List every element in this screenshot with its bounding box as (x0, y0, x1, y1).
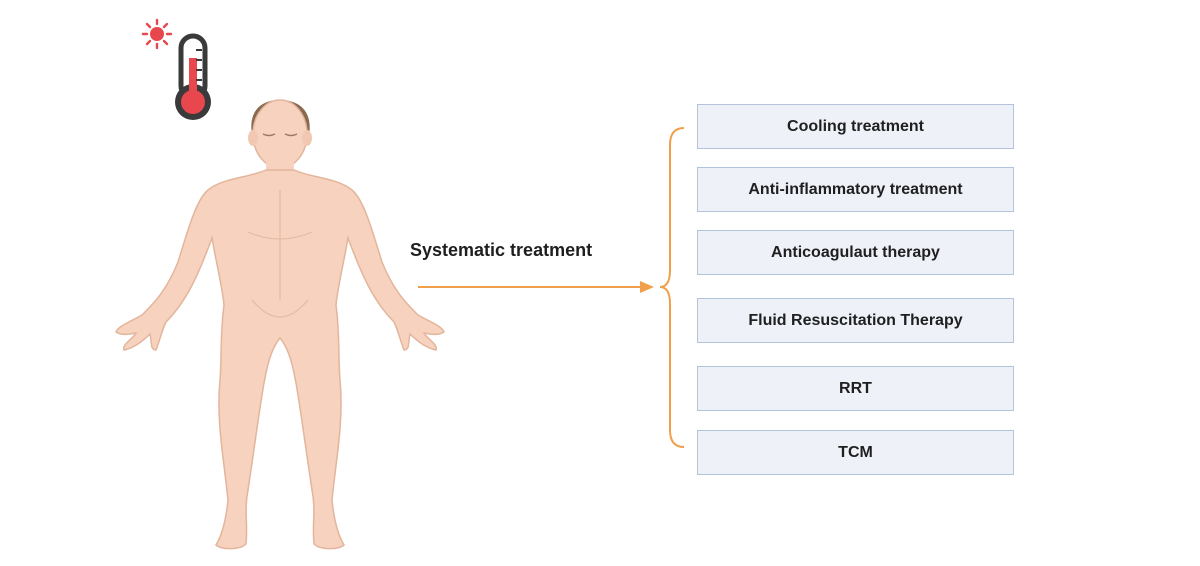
treatment-box-cooling: Cooling treatment (697, 104, 1014, 149)
curly-brace (659, 127, 685, 448)
treatment-box-anticoagulant: Anticoagulaut therapy (697, 230, 1014, 275)
treatment-box-anti-inflammatory: Anti-inflammatory treatment (697, 167, 1014, 212)
treatment-box-fluid-resuscitation: Fluid Resuscitation Therapy (697, 298, 1014, 343)
thermometer-icon (175, 33, 211, 120)
systematic-treatment-label: Systematic treatment (410, 240, 593, 260)
arrow-to-treatments (418, 281, 654, 293)
human-body-icon (115, 99, 445, 550)
treatment-box-tcm: TCM (697, 430, 1014, 475)
treatment-box-rrt: RRT (697, 366, 1014, 411)
sun-icon (141, 18, 173, 50)
